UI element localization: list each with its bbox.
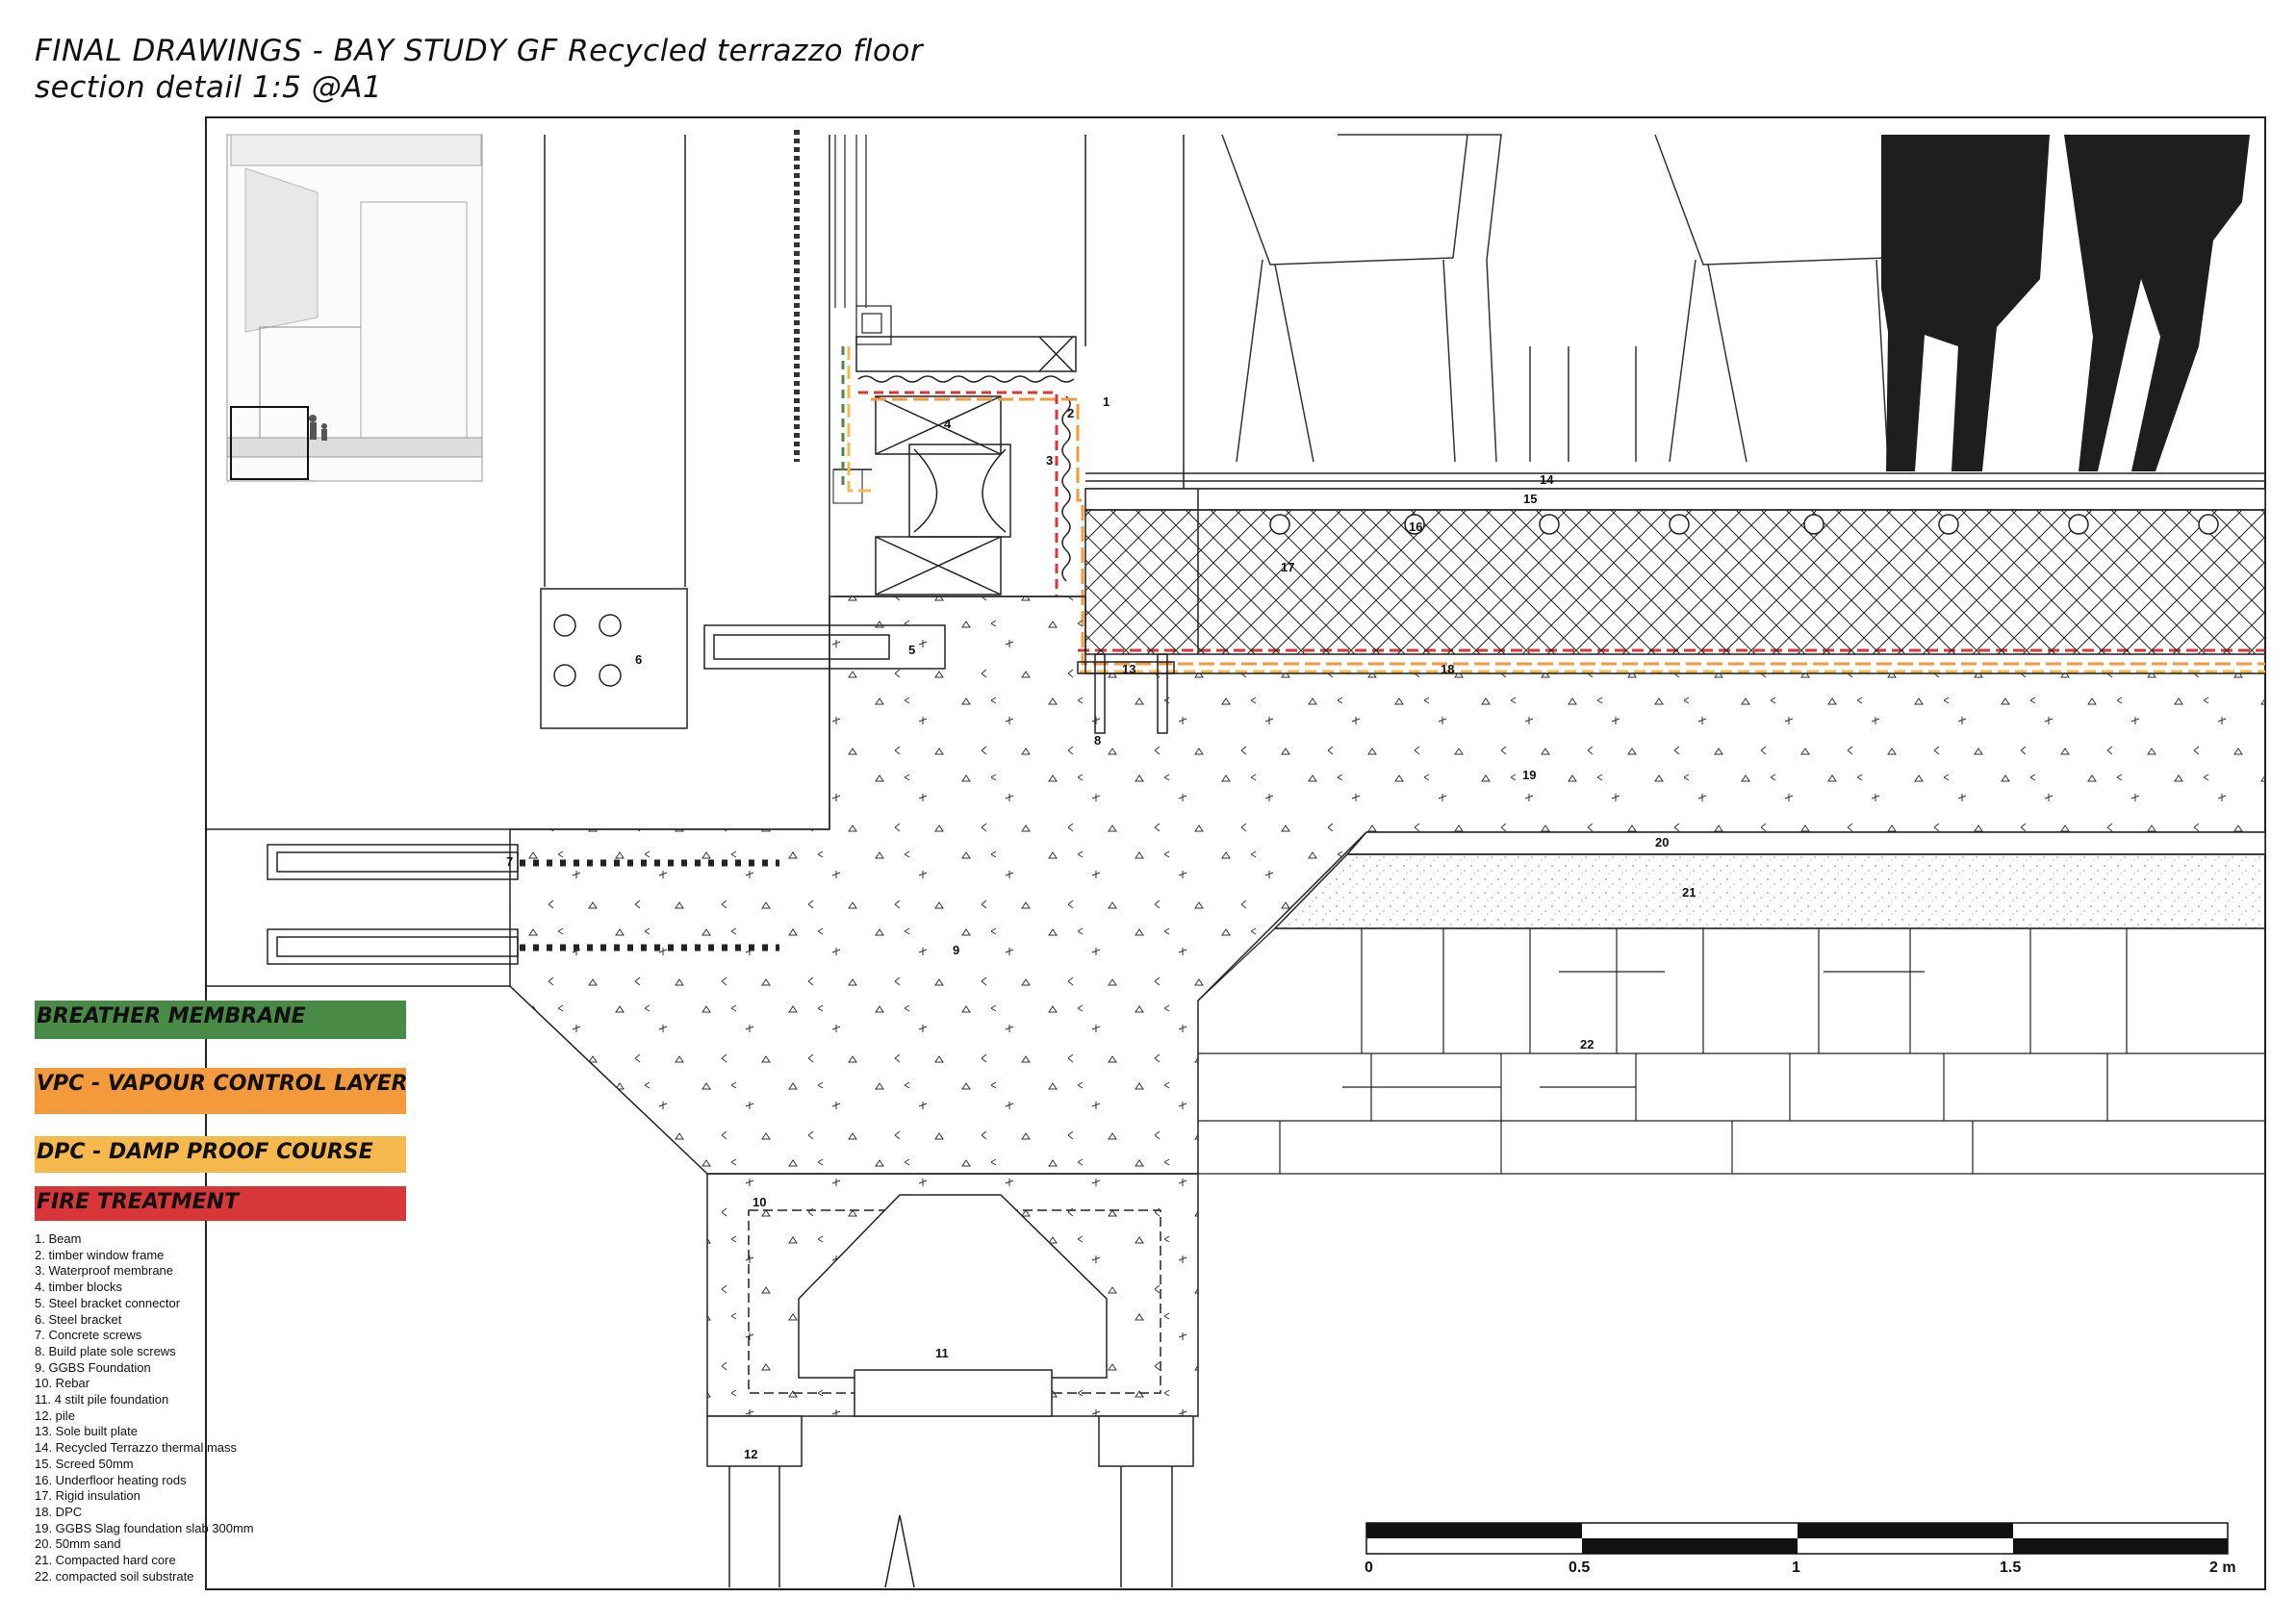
legend-breather-label: BREATHER MEMBRANE (37, 1004, 306, 1028)
key-item: 4. timber blocks (35, 1280, 123, 1295)
legend-breather-membrane: BREATHER MEMBRANE (35, 1001, 406, 1039)
vcl-line (871, 397, 2265, 666)
waterproof-membrane (1061, 395, 1071, 582)
scale-label-1: 1 (1792, 1560, 1800, 1576)
drawing-title: FINAL DRAWINGS - BAY STUDY GF Recycled t… (35, 33, 923, 106)
key-item: 22. compacted soil substrate (35, 1568, 194, 1584)
floor-buildup (1084, 472, 2266, 655)
callout-19: 19 (1522, 768, 1536, 782)
key-item: 2. timber window frame (35, 1247, 165, 1262)
key-item: 9. GGBS Foundation (35, 1359, 151, 1375)
material-key-list: 1. Beam 2. timber window frame 3. Waterp… (35, 1231, 254, 1585)
key-item: 19. GGBS Slag foundation slab 300mm (35, 1520, 254, 1535)
people-silhouettes (1881, 135, 2250, 471)
scale-bar: 0 0.5 1 1.5 2 m (1365, 1522, 2236, 1576)
key-item: 5. Steel bracket connector (35, 1295, 181, 1310)
key-item: 16. Underfloor heating rods (35, 1472, 187, 1487)
callout-8: 8 (1094, 733, 1101, 748)
key-item: 20. 50mm sand (35, 1536, 121, 1552)
callout-7: 7 (506, 854, 513, 869)
key-item: 10. Rebar (35, 1376, 90, 1391)
callout-4: 4 (944, 417, 952, 431)
title-line-1: FINAL DRAWINGS - BAY STUDY GF Recycled t… (35, 34, 924, 68)
key-item: 21. Compacted hard core (35, 1553, 176, 1568)
callout-13: 13 (1122, 662, 1135, 676)
key-plan-thumbnail (226, 134, 483, 482)
sand-hardcore (1273, 831, 2266, 929)
key-item: 1. Beam (35, 1231, 82, 1246)
scale-label-0: 0 (1365, 1560, 1373, 1576)
callout-20: 20 (1655, 835, 1669, 850)
legend-fire-treatment: FIRE TREATMENT (35, 1186, 406, 1221)
key-item: 3. Waterproof membrane (35, 1263, 174, 1279)
legend-vcl-label: VPC - VAPOUR CONTROL LAYER (37, 1072, 408, 1096)
key-plan-highlight-box (230, 406, 309, 480)
callout-2: 2 (1067, 406, 1074, 420)
callout-17: 17 (1281, 560, 1294, 574)
callout-22: 22 (1580, 1037, 1594, 1052)
legend-dpc-label: DPC - DAMP PROOF COURSE (37, 1140, 373, 1164)
scale-label-2m: 2 m (2209, 1560, 2236, 1576)
callout-12: 12 (744, 1447, 757, 1461)
timber-blocks (832, 336, 1077, 596)
key-item: 6. Steel bracket (35, 1311, 122, 1327)
steel-bracket (540, 588, 688, 729)
callout-1: 1 (1103, 394, 1110, 409)
scale-label-1-5: 1.5 (2000, 1560, 2021, 1576)
title-line-2: section detail 1:5 @A1 (35, 70, 383, 105)
callout-6: 6 (635, 652, 642, 667)
key-item: 13. Sole built plate (35, 1424, 138, 1439)
legend-damp-proof-course: DPC - DAMP PROOF COURSE (35, 1136, 406, 1173)
soil-substrate (1197, 927, 2265, 1175)
callout-3: 3 (1046, 453, 1053, 468)
key-item: 11. 4 stilt pile foundation (35, 1392, 169, 1407)
scale-label-0-5: 0.5 (1569, 1560, 1590, 1576)
callout-9: 9 (953, 943, 959, 957)
piles (706, 1415, 1194, 1588)
key-item: 8. Build plate sole screws (35, 1343, 176, 1358)
fire-treatment-line (858, 391, 1059, 596)
key-item: 7. Concrete screws (35, 1328, 142, 1343)
key-item: 14. Recycled Terrazzo thermal mass (35, 1440, 238, 1456)
window-frame (834, 135, 892, 345)
callouts: 1 2 3 4 5 6 7 8 9 10 11 12 13 14 15 16 1… (506, 394, 1696, 1461)
callout-10: 10 (753, 1195, 766, 1209)
callout-16: 16 (1409, 520, 1422, 534)
chairs (1221, 134, 1889, 463)
callout-5: 5 (908, 643, 915, 657)
pile-foundation (706, 1173, 1199, 1417)
key-item: 17. Rigid insulation (35, 1488, 140, 1504)
key-item: 18. DPC (35, 1504, 83, 1519)
legend-vapour-control-layer: VPC - VAPOUR CONTROL LAYER (35, 1068, 408, 1114)
key-item: 15. Screed 50mm (35, 1456, 134, 1471)
legend-fire-label: FIRE TREATMENT (37, 1190, 240, 1214)
callout-21: 21 (1682, 885, 1696, 900)
key-item: 12. pile (35, 1407, 75, 1423)
callout-14: 14 (1540, 472, 1554, 487)
callout-15: 15 (1523, 492, 1537, 506)
callout-11: 11 (935, 1346, 949, 1360)
callout-18: 18 (1441, 662, 1454, 676)
